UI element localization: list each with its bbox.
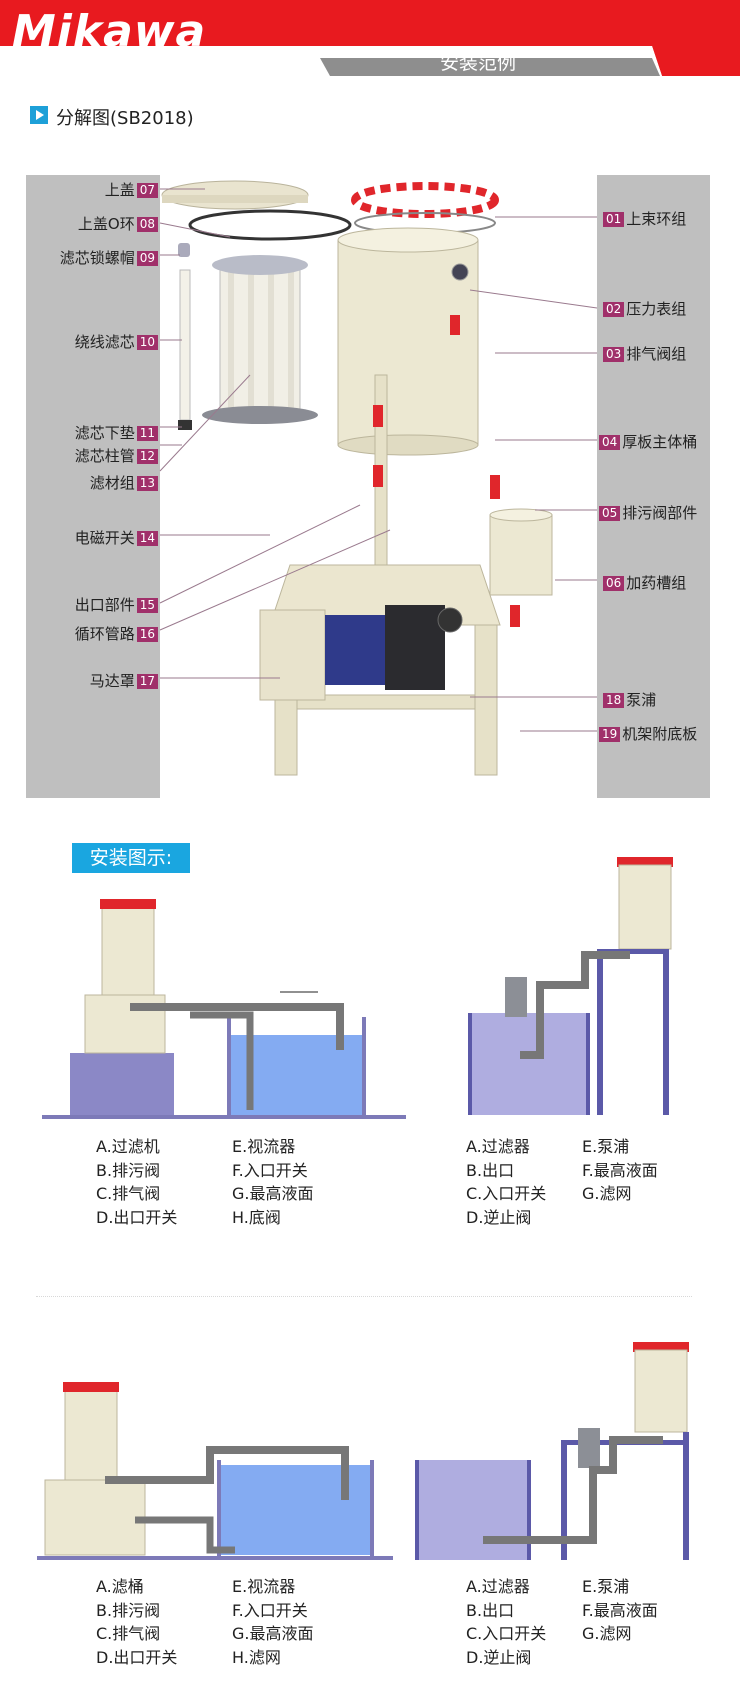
section-divider — [36, 1296, 692, 1297]
play-icon — [30, 106, 48, 124]
header-banner — [0, 0, 740, 78]
header-shapes — [0, 0, 740, 76]
install-title: 安装图示: — [72, 843, 190, 873]
install-diagram-2 — [468, 857, 673, 1115]
filter-machine-illustration — [161, 180, 553, 776]
install-diagram-3 — [37, 1382, 393, 1560]
connector-lines — [159, 188, 598, 732]
exploded-view-title: 分解图(SB2018) — [56, 108, 194, 129]
install-diagram-4 — [415, 1342, 689, 1560]
install-diagram-1 — [42, 899, 406, 1119]
brand-logo: Mikawa — [12, 6, 207, 57]
section-title: 安装范例 — [440, 52, 517, 74]
